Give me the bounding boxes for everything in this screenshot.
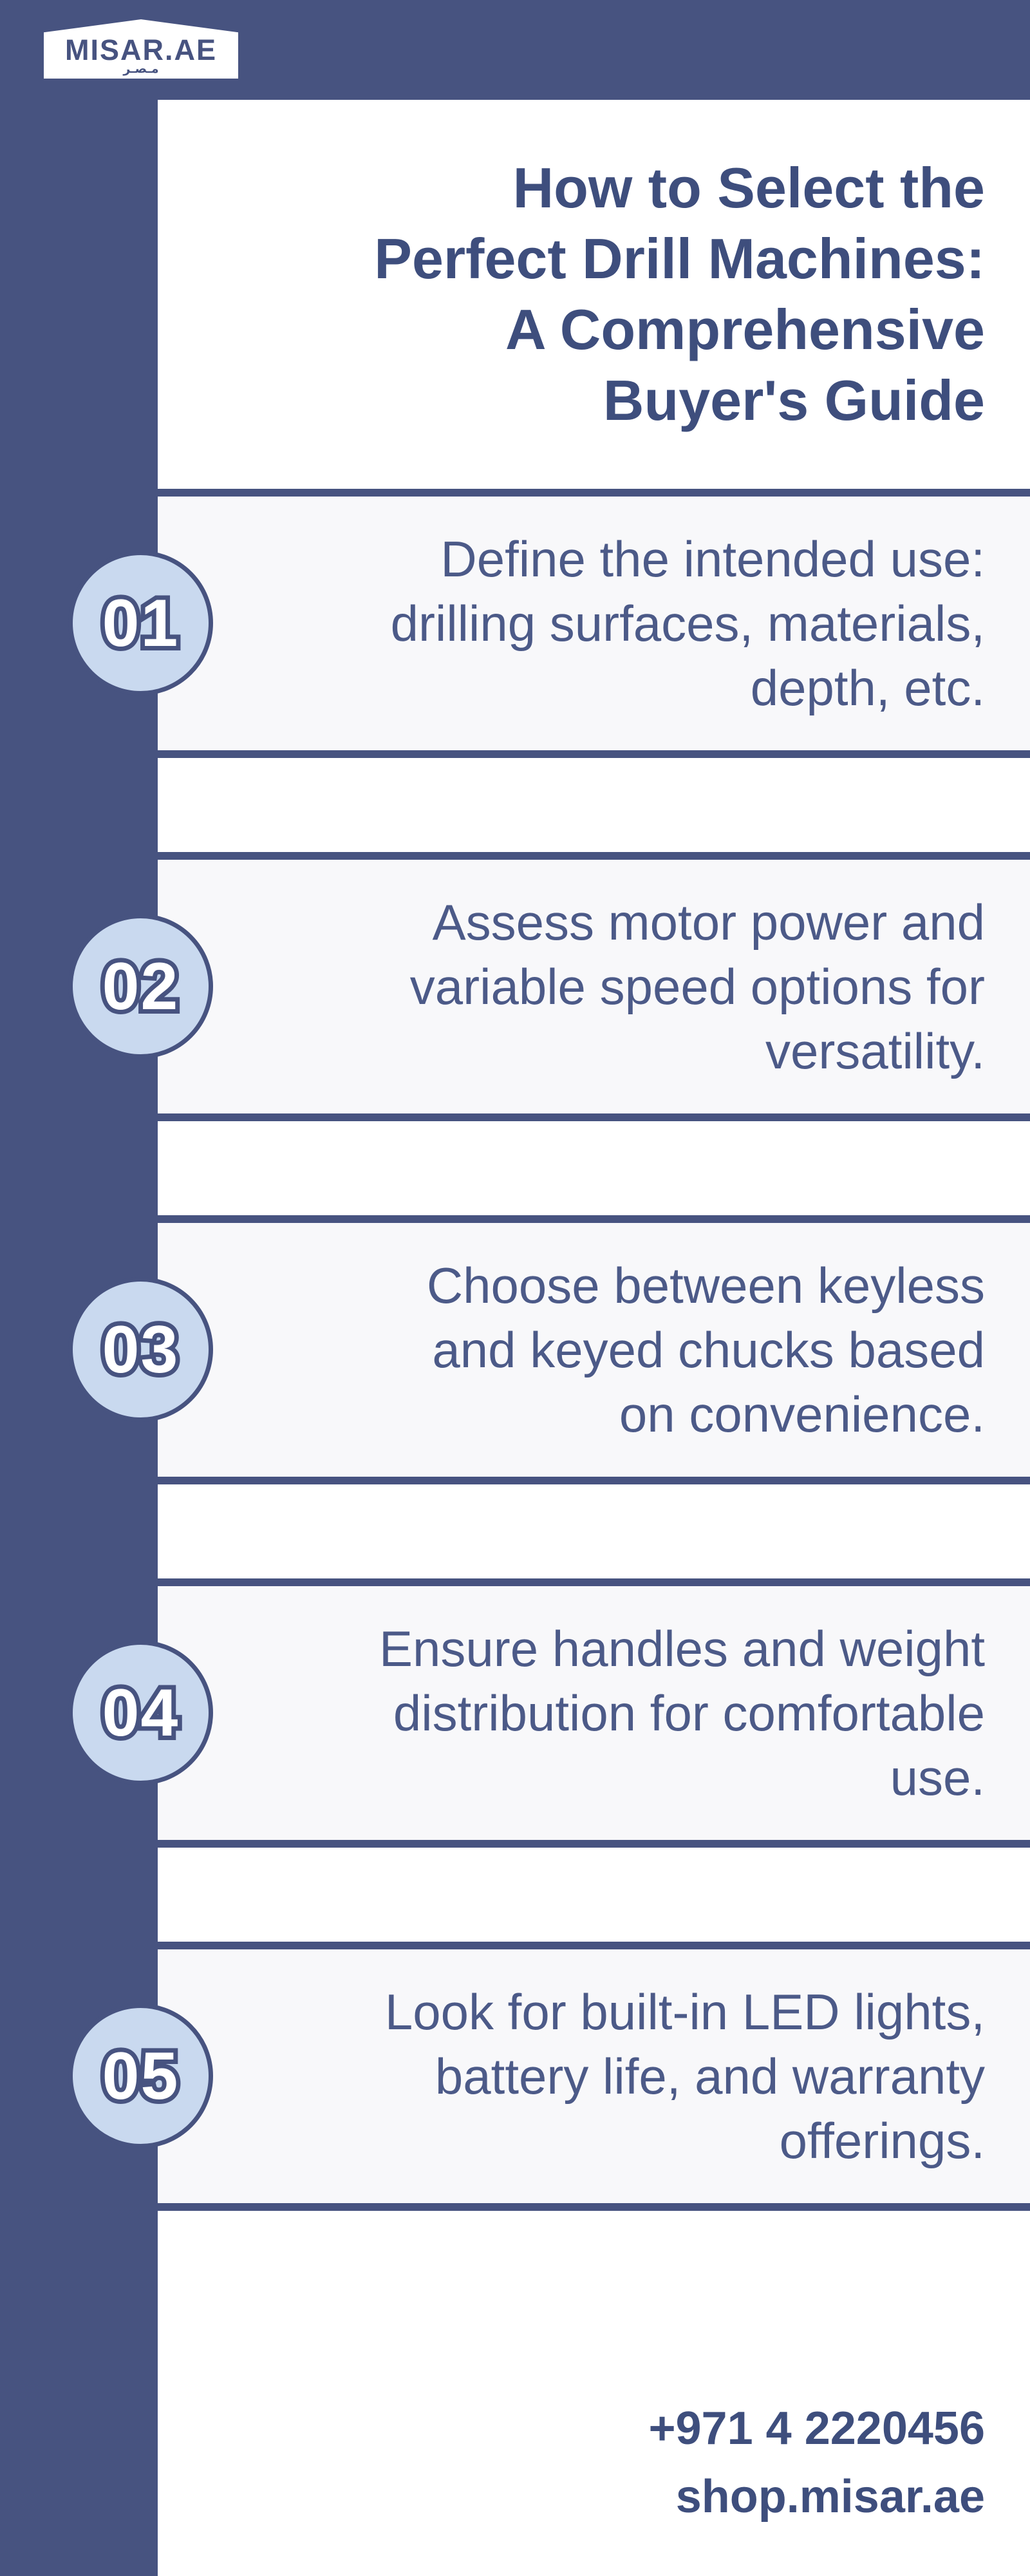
step-number-outline: 05 — [98, 2038, 183, 2114]
step-number-badge: 01 01 — [68, 551, 213, 696]
main-content: How to Select the Perfect Drill Machines… — [68, 100, 1030, 2531]
divider-bar — [158, 1477, 1030, 1484]
phone-number: +971 4 2220456 — [648, 2403, 985, 2454]
title-card: How to Select the Perfect Drill Machines… — [158, 100, 1030, 489]
divider-bar — [158, 852, 1030, 860]
divider-bar — [158, 1840, 1030, 1848]
step-number-outline: 01 — [98, 585, 183, 661]
brand-arabic-text: مـصـر — [123, 62, 159, 77]
website-url: shop.misar.ae — [675, 2471, 985, 2523]
step-number-text: 04 — [102, 1675, 180, 1750]
divider-bar — [158, 2203, 1030, 2211]
step-number-text: 02 — [102, 949, 180, 1024]
step-number: 05 05 — [98, 2038, 183, 2114]
step-number-outline: 04 — [98, 1675, 183, 1751]
step-text: Define the intended use: drilling surfac… — [390, 531, 985, 716]
card-gap — [158, 758, 1030, 852]
step-text: Choose between keyless and keyed chucks … — [426, 1257, 985, 1443]
step-number-outline: 03 — [98, 1312, 183, 1388]
divider-bar — [158, 750, 1030, 758]
step-card-1: 01 01 Define the intended use: drilling … — [68, 497, 1030, 750]
step-number-text: 01 — [102, 585, 180, 661]
step-number-text: 03 — [102, 1312, 180, 1387]
card-gap — [158, 1484, 1030, 1578]
divider-bar — [158, 1215, 1030, 1223]
divider-bar — [158, 1578, 1030, 1586]
step-number-badge: 05 05 — [68, 2003, 213, 2148]
step-card-2: 02 02 Assess motor power and variable sp… — [68, 860, 1030, 1113]
footer: +971 4 2220456 shop.misar.ae — [158, 2211, 1030, 2531]
divider-bar — [158, 1113, 1030, 1121]
page-title: How to Select the Perfect Drill Machines… — [374, 156, 985, 432]
step-card-3: 03 03 Choose between keyless and keyed c… — [68, 1223, 1030, 1477]
step-text: Ensure handles and weight distribution f… — [379, 1620, 985, 1806]
step-number-badge: 02 02 — [68, 914, 213, 1059]
brand-name: MISAR.AE — [64, 33, 217, 67]
step-number-text: 05 — [102, 2038, 180, 2114]
brand-logo: MISAR.AE مـصـر — [44, 19, 238, 79]
step-number: 02 02 — [98, 949, 183, 1025]
divider-bar — [158, 489, 1030, 497]
step-card-5: 05 05 Look for built-in LED lights, batt… — [68, 1949, 1030, 2203]
step-number-outline: 02 — [98, 949, 183, 1025]
step-text: Look for built-in LED lights, battery li… — [384, 1984, 985, 2169]
card-gap — [158, 1121, 1030, 1215]
step-text: Assess motor power and variable speed op… — [409, 894, 985, 1079]
step-number: 01 01 — [98, 585, 183, 661]
step-number-badge: 03 03 — [68, 1277, 213, 1422]
step-number: 03 03 — [98, 1312, 183, 1388]
step-number: 04 04 — [98, 1675, 183, 1751]
step-number-badge: 04 04 — [68, 1640, 213, 1785]
divider-bar — [158, 1942, 1030, 1949]
step-card-4: 04 04 Ensure handles and weight distribu… — [68, 1586, 1030, 1840]
card-gap — [158, 1848, 1030, 1942]
